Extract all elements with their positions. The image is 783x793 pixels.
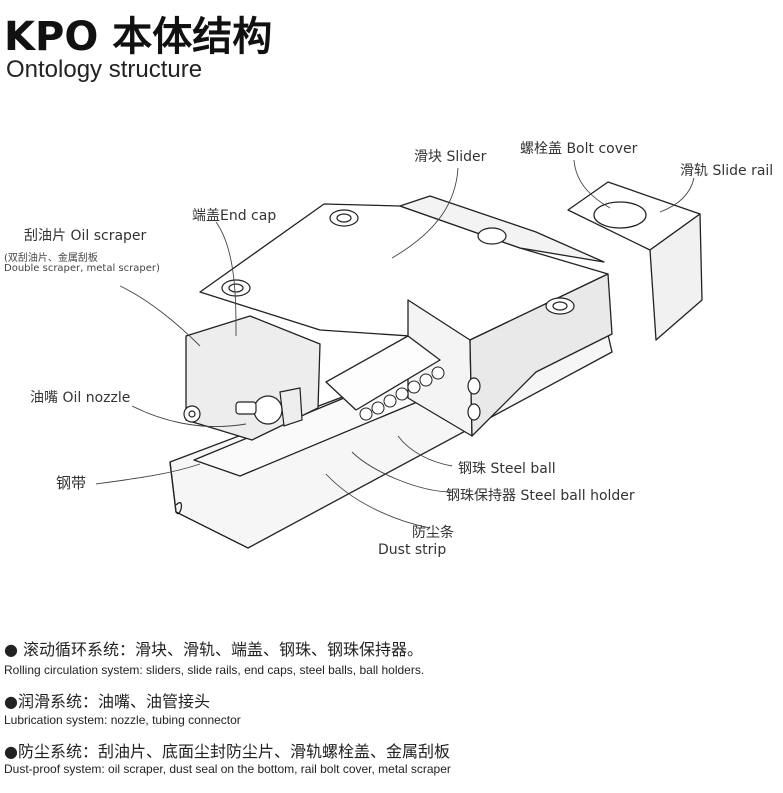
slider-top <box>199 203 609 341</box>
page-subtitle: Ontology structure <box>6 56 203 83</box>
side-hole-icon <box>467 377 481 395</box>
label-steel-ball-holder: 钢珠保持器 Steel ball holder <box>446 488 635 504</box>
side-hole-icon <box>467 403 481 421</box>
label-dust-strip-en: Dust strip <box>378 542 447 558</box>
leader-dust-strip <box>325 473 431 529</box>
system-rolling-zh: ● 滚动循环系统：滑块、滑轨、端盖、钢珠、钢珠保持器。 <box>4 640 424 659</box>
label-dust-strip-zh: 防尘条 <box>412 525 454 541</box>
system-rolling-en: Rolling circulation system: sliders, sli… <box>4 663 425 677</box>
steel-ball-icon <box>359 407 373 421</box>
steel-ball-icon <box>371 401 385 415</box>
leader-slide-rail <box>659 177 695 213</box>
steel-ball-icon <box>431 366 445 380</box>
system-dustproof-en: Dust-proof system: oil scraper, dust sea… <box>4 762 451 776</box>
leader-oil-scraper <box>119 285 201 347</box>
rail-bolt-cover-hole <box>593 201 647 229</box>
steel-ball-icon <box>407 380 421 394</box>
ball-channel <box>325 335 441 411</box>
leader-steel-strip <box>95 463 201 485</box>
leader-ball-holder <box>351 451 453 493</box>
system-dustproof-zh: ●防尘系统：刮油片、底面尘封防尘片、滑轨螺栓盖、金属刮板 <box>4 742 450 761</box>
label-steel-strip: 钢带 <box>56 474 87 492</box>
system-lubrication-zh: ●润滑系统：油嘴、油管接头 <box>4 692 210 711</box>
page-title: KPO 本体结构 <box>4 14 273 60</box>
leader-oil-nozzle <box>131 405 247 427</box>
oil-nozzle-icon <box>253 395 283 425</box>
system-lubrication-en: Lubrication system: nozzle, tubing conne… <box>4 713 241 727</box>
label-slider: 滑块 Slider <box>414 149 487 165</box>
label-slide-rail: 滑轨 Slide rail <box>680 163 774 179</box>
label-oil-scraper-note-zh: (双刮油片、金属刮板 <box>4 253 98 264</box>
label-bolt-cover: 螺栓盖 Bolt cover <box>520 141 638 157</box>
label-oil-nozzle: 油嘴 Oil nozzle <box>30 390 131 406</box>
leader-bolt-cover <box>573 159 611 209</box>
label-end-cap: 端盖End cap <box>192 208 277 224</box>
linear-guide-diagram <box>95 159 703 549</box>
bolt-hole-icon <box>477 227 507 245</box>
rail-front-face <box>649 213 703 341</box>
steel-ball-icon <box>419 373 433 387</box>
steel-ball-icon <box>383 394 397 408</box>
label-oil-scraper-note-en: Double scraper, metal scraper) <box>4 263 160 274</box>
label-steel-ball: 钢珠 Steel ball <box>458 461 556 477</box>
leader-slider <box>391 167 459 259</box>
leader-steel-ball <box>397 435 453 467</box>
leader-end-cap <box>215 221 237 337</box>
steel-ball-icon <box>395 387 409 401</box>
label-oil-scraper: 刮油片 Oil scraper <box>24 228 147 244</box>
